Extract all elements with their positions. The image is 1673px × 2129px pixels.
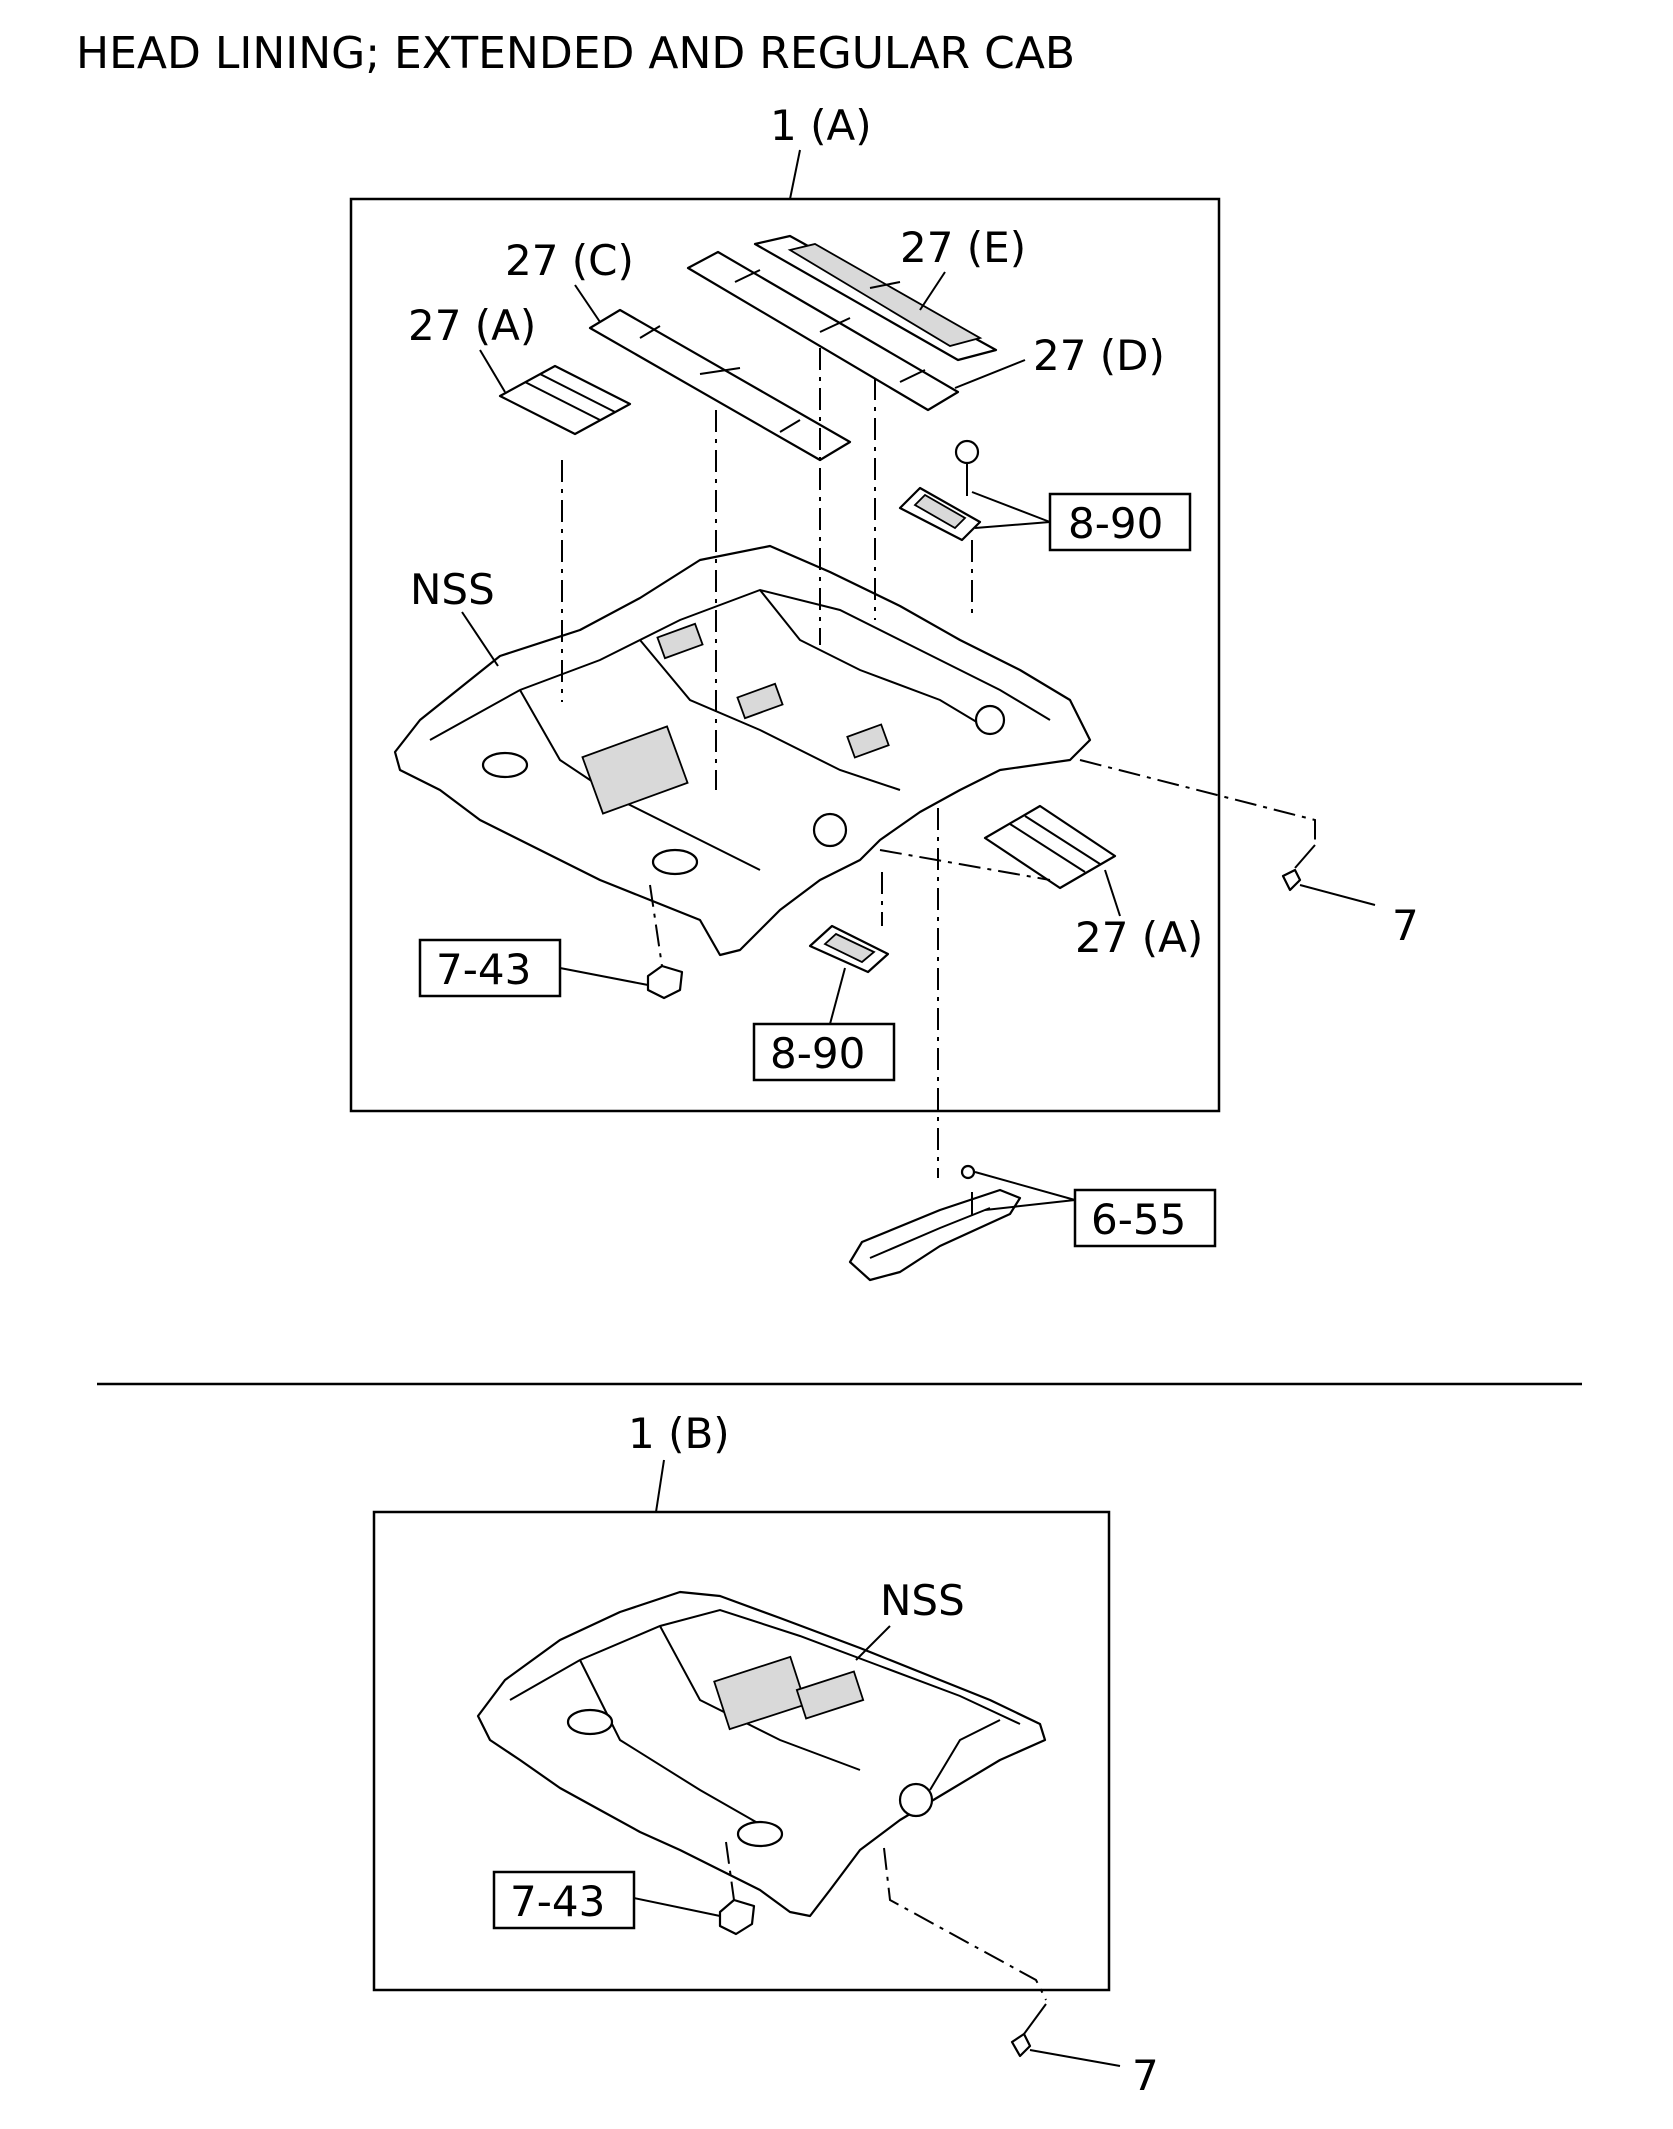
- leader-fastener-lower: [1029, 2049, 1121, 2067]
- leader-27a-right: [1104, 869, 1121, 917]
- ref-box-clip-lower: [492, 1870, 636, 1930]
- label-27d: 27 (D): [1033, 331, 1165, 380]
- label-nss-lower: NSS: [880, 1576, 965, 1625]
- lower-assembly-leader: [655, 1459, 665, 1513]
- leader-27d: [954, 359, 1026, 389]
- clip-upper: [646, 964, 684, 1000]
- label-fastener-lower: 7: [1132, 2051, 1159, 2100]
- lamp-bottom: [808, 924, 890, 974]
- leader-nss-lower: [855, 1625, 891, 1661]
- pad-27d: [686, 250, 960, 412]
- headlining-nss: [393, 544, 1092, 957]
- leader-27e: [919, 271, 946, 311]
- dash-fastener-lower: [883, 1847, 1047, 2001]
- dash-27a-right: [879, 849, 1051, 881]
- label-27c: 27 (C): [505, 236, 634, 285]
- label-27e: 27 (E): [900, 223, 1026, 272]
- lower-frame: [372, 1510, 1111, 1992]
- ref-clip-lower: 7-43: [510, 1877, 605, 1926]
- ref-lamp-top: 8-90: [1068, 499, 1163, 548]
- ref-clip-upper: 7-43: [436, 945, 531, 994]
- leader-nss-upper: [461, 611, 499, 667]
- ref-box-assist: [1073, 1188, 1217, 1248]
- upper-assembly: 1 (A) 27 (A) 27 (C) 27 (D): [349, 101, 1419, 1178]
- lamp-top: [898, 439, 982, 542]
- fastener-upper: [1281, 844, 1316, 892]
- clip-lower: [718, 1898, 756, 1936]
- leader-lamp-bottom: [829, 967, 846, 1025]
- leader-clip-upper: [559, 967, 649, 986]
- label-nss-upper: NSS: [410, 565, 495, 614]
- label-fastener-upper: 7: [1392, 901, 1419, 950]
- label-27a-left: 27 (A): [408, 301, 536, 350]
- ref-box-lamp-bottom: [752, 1022, 896, 1082]
- pad-27a-right: [983, 804, 1117, 890]
- label-27a-right: 27 (A): [1075, 913, 1203, 962]
- leader-fastener-upper: [1299, 884, 1376, 906]
- upper-assembly-leader: [789, 149, 801, 200]
- dash-clip-upper: [649, 884, 663, 967]
- dash-clip-lower: [725, 1841, 735, 1901]
- page-title: HEAD LINING; EXTENDED AND REGULAR CAB: [76, 28, 1076, 79]
- upper-assembly-label: 1 (A): [770, 101, 872, 150]
- leader-assist-b: [984, 1199, 1076, 1211]
- ref-lamp-bottom: 8-90: [770, 1029, 865, 1078]
- upper-frame: [349, 197, 1221, 1113]
- pad-27a-left: [498, 364, 632, 436]
- leader-lamp-top-a: [971, 491, 1051, 523]
- leader-27c: [574, 284, 601, 323]
- headlining-nss-lower: [476, 1590, 1047, 1918]
- leader-lamp-top-b: [974, 521, 1051, 529]
- pad-27c: [588, 308, 852, 462]
- assist-grip: [848, 1164, 1022, 1282]
- dash-fastener-upper: [1079, 759, 1316, 840]
- ref-assist: 6-55: [1091, 1195, 1186, 1244]
- lower-assembly: 1 (B) NSS 7-43 7: [372, 1409, 1159, 2100]
- leader-27a-left: [479, 349, 506, 393]
- leader-clip-lower: [633, 1897, 721, 1917]
- fastener-lower: [1010, 2003, 1047, 2058]
- pad-27e: [753, 234, 998, 362]
- lower-assembly-label: 1 (B): [628, 1409, 730, 1458]
- leader-assist-a: [974, 1171, 1076, 1201]
- ref-box-lamp-top: [1048, 492, 1192, 552]
